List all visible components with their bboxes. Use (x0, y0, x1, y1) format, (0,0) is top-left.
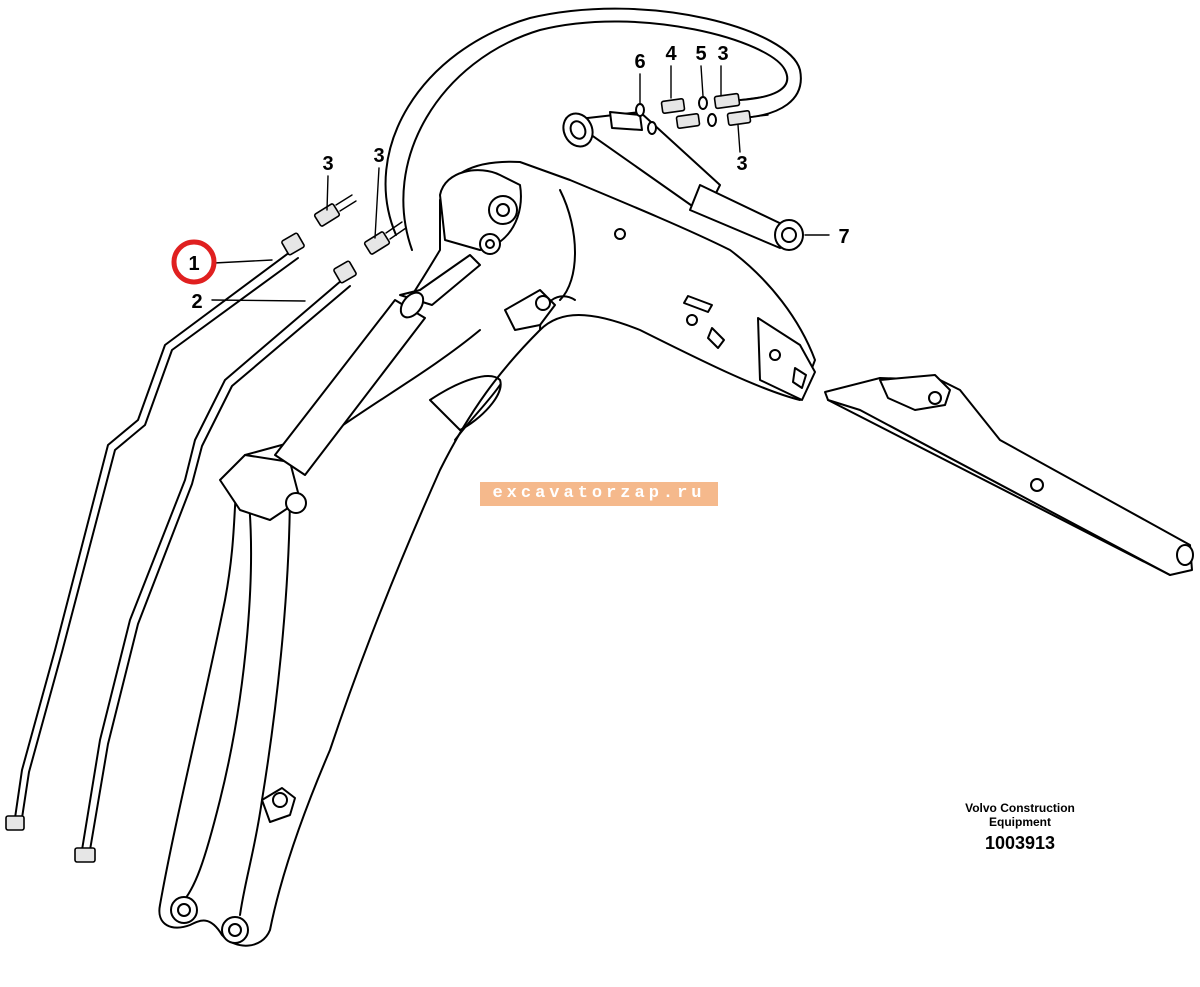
watermark: excavatorzap.ru (480, 482, 718, 506)
callout-1: 1 (188, 253, 199, 275)
hose-loop (384, 7, 802, 251)
callout-6: 6 (634, 51, 645, 73)
callout-1-highlight-ring (171, 239, 217, 285)
steel-pipe-2 (74, 260, 357, 863)
callouts: 1 2 3 3 6 4 5 3 3 7 (171, 43, 850, 313)
brand-block: Volvo Construction Equipment 1003913 (940, 801, 1100, 853)
boom (158, 160, 816, 947)
callout-3-cylinder-top: 3 (717, 43, 728, 65)
brand-name-line2: Equipment (989, 815, 1051, 829)
callout-leaders (211, 65, 830, 302)
arm (824, 374, 1194, 576)
callout-4: 4 (665, 43, 677, 65)
callout-5: 5 (695, 43, 706, 65)
callout-7: 7 (838, 226, 849, 248)
adapter-fittings (313, 194, 407, 255)
auxiliary-cylinder (562, 92, 804, 251)
callout-3-pipe-fitting-right: 3 (373, 145, 384, 167)
callout-3-cylinder-bottom: 3 (736, 153, 747, 175)
callout-2: 2 (191, 291, 202, 313)
boom-cylinder (274, 254, 481, 476)
callout-3-pipe-fitting-left: 3 (322, 153, 333, 175)
drawing-number: 1003913 (984, 833, 1056, 853)
brand-name-line1: Volvo Construction (965, 801, 1075, 815)
steel-pipe-1 (5, 232, 305, 831)
